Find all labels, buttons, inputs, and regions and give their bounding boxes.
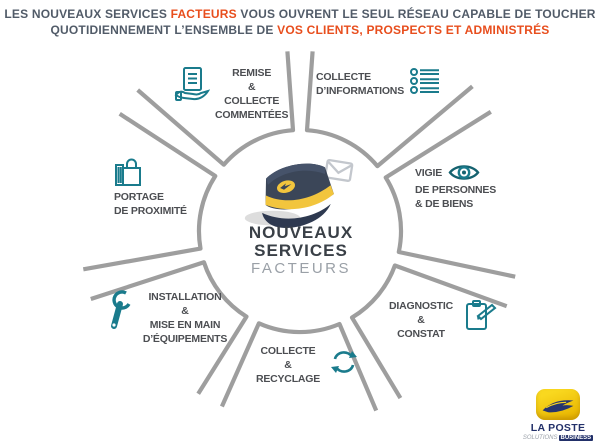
service-label-line: PORTAGE bbox=[114, 191, 164, 203]
la-poste-wordmark: LA POSTE bbox=[530, 422, 586, 434]
hub-title: NOUVEAUX SERVICES FACTEURS bbox=[199, 224, 403, 278]
logo-sub-business: BUSINESS bbox=[558, 435, 594, 441]
sector-outline-installation bbox=[90, 260, 249, 395]
service-collecte-informations: COLLECTE D’INFORMATIONS bbox=[316, 68, 441, 98]
headline-accent-facteurs: FACTEURS bbox=[170, 7, 237, 21]
service-label-line: COLLECTE bbox=[260, 345, 316, 357]
hub-title-line1: NOUVEAUX bbox=[248, 223, 354, 242]
service-label-line: INSTALLATION bbox=[148, 291, 222, 303]
sector-outline-portage bbox=[82, 112, 218, 272]
service-installation-mise-en-main: INSTALLATION & MISE EN MAIN D’ÉQUIPEMENT… bbox=[106, 290, 231, 346]
cap-visor bbox=[262, 203, 331, 228]
envelope-icon bbox=[324, 158, 354, 182]
sector-outline-vigie bbox=[383, 110, 516, 279]
service-label-line: & DE BIENS bbox=[415, 198, 474, 210]
hub-title-line3: FACTEURS bbox=[250, 260, 351, 277]
hub-title-line2: SERVICES bbox=[254, 241, 348, 260]
headline-text: LES NOUVEAUX SERVICES bbox=[4, 7, 171, 21]
la-poste-logo: LA POSTE SOLUTIONS BUSINESS bbox=[522, 389, 594, 441]
service-label-line: D’INFORMATIONS bbox=[316, 85, 404, 97]
service-label-line: CONSTAT bbox=[397, 328, 445, 340]
cap-crown-top bbox=[266, 163, 326, 185]
service-collecte-recyclage: COLLECTE & RECYCLAGE bbox=[253, 344, 360, 386]
service-vigie-personnes-biens: VIGIE DE PERSONNES & DE BIENS bbox=[415, 162, 496, 211]
wrench-icon bbox=[111, 290, 131, 329]
headline-text: VOUS OUVRENT LE SEUL RÉSEAU CAPABLE DE T… bbox=[236, 7, 596, 21]
service-label-line: DE PERSONNES bbox=[415, 184, 497, 196]
shopping-bag-icon bbox=[115, 158, 141, 186]
service-label-line: MISE EN MAIN bbox=[149, 319, 221, 331]
la-poste-emblem bbox=[536, 389, 580, 420]
headline-line2: QUOTIDIENNEMENT L’ENSEMBLE DE VOS CLIENT… bbox=[0, 22, 600, 38]
service-label-line: & bbox=[247, 81, 256, 93]
service-label-line: COLLECTE bbox=[316, 71, 371, 83]
sector-outline-diagnostic bbox=[349, 263, 508, 400]
headline-accent-audiences: VOS CLIENTS, PROSPECTS ET ADMINISTRÉS bbox=[277, 23, 550, 37]
service-label-line: D’ÉQUIPEMENTS bbox=[142, 333, 228, 345]
service-label-line: & bbox=[417, 314, 425, 326]
service-diagnostic-constat: DIAGNOSTIC & CONSTAT bbox=[383, 299, 498, 341]
service-label-line: COLLECTE bbox=[224, 95, 280, 107]
la-poste-bird-icon bbox=[542, 399, 574, 412]
postman-cap-icon bbox=[244, 158, 354, 228]
recycle-icon bbox=[331, 351, 357, 373]
service-label-line: & bbox=[284, 359, 292, 371]
service-label-line: RECYCLAGE bbox=[255, 373, 321, 385]
sector-outline-remise bbox=[136, 51, 296, 167]
la-poste-subbrand: SOLUTIONS BUSINESS bbox=[522, 435, 594, 441]
clipboard-pencil-icon bbox=[466, 300, 497, 330]
service-label-line: & bbox=[181, 305, 189, 317]
headline-text: QUOTIDIENNEMENT L’ENSEMBLE DE bbox=[50, 23, 278, 37]
sector-outline-collecte-informations bbox=[304, 51, 474, 169]
sector-outline-recyclage bbox=[219, 321, 379, 412]
service-label-line: COMMENTÉES bbox=[215, 109, 289, 121]
service-label-line: DE PROXIMITÉ bbox=[114, 205, 187, 217]
service-label-line: REMISE bbox=[232, 67, 272, 79]
logo-sub-solutions: SOLUTIONS bbox=[522, 435, 558, 441]
eye-icon bbox=[448, 165, 480, 180]
service-remise-collecte-commentees: REMISE & COLLECTE COMMENTÉES bbox=[174, 66, 288, 122]
cap-band bbox=[265, 185, 334, 210]
service-label-line: VIGIE bbox=[415, 166, 443, 179]
document-hand-icon bbox=[174, 67, 210, 101]
headline-line1: LES NOUVEAUX SERVICES FACTEURS VOUS OUVR… bbox=[0, 6, 600, 22]
service-label-line: DIAGNOSTIC bbox=[389, 300, 453, 312]
headline: LES NOUVEAUX SERVICES FACTEURS VOUS OUVR… bbox=[0, 6, 600, 38]
cap-emblem-bird bbox=[280, 183, 292, 190]
service-portage-proximite: PORTAGE DE PROXIMITÉ bbox=[114, 157, 187, 218]
list-icon bbox=[410, 68, 439, 94]
